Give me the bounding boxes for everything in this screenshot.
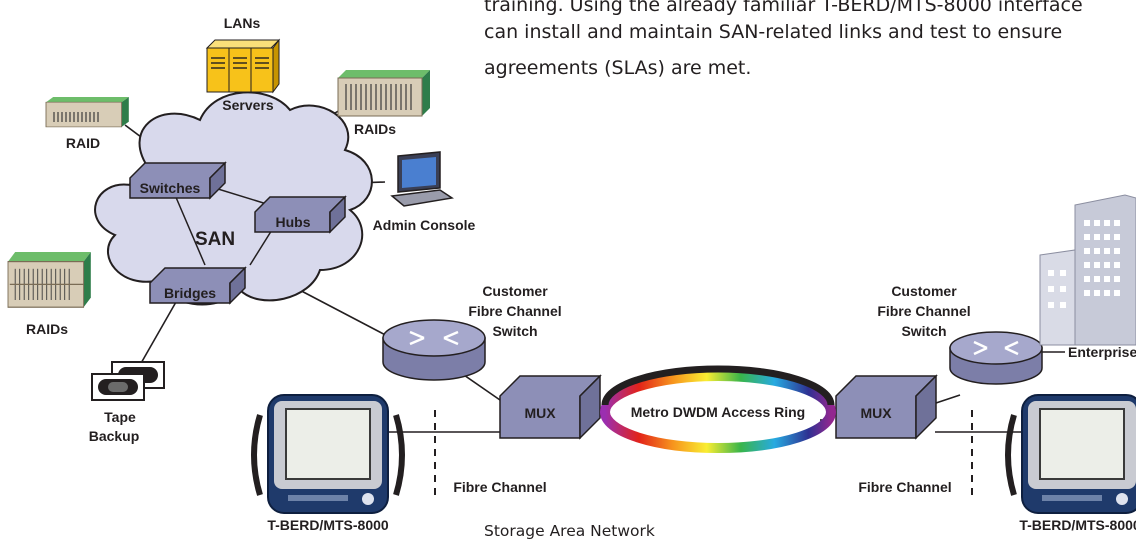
ring-label: Metro DWDM Access Ring: [631, 404, 806, 420]
right-switch-line2: Fibre Channel: [877, 303, 970, 319]
bridges-label: Bridges: [164, 285, 216, 301]
san-cloud: [94, 91, 373, 306]
laptop-icon: [390, 151, 454, 207]
right-switch-line1: Customer: [891, 283, 957, 299]
left-switch-line2: Fibre Channel: [468, 303, 561, 319]
mux-right-label: MUX: [860, 405, 892, 421]
left-switch-line1: Customer: [482, 283, 548, 299]
hubs-label: Hubs: [276, 214, 311, 230]
mux-right-box: MUX: [835, 374, 938, 440]
tape-label-line2: Backup: [89, 428, 140, 444]
fc-left-label: Fibre Channel: [453, 479, 546, 495]
raids-top-label: RAIDs: [354, 121, 396, 137]
tester-right-icon: [1008, 395, 1136, 513]
right-fc-switch-icon: [949, 331, 1043, 385]
raid-label: RAID: [66, 135, 100, 151]
mux-left-box: MUX: [499, 374, 602, 440]
tape-label-line1: Tape: [104, 409, 136, 425]
switches-label: Switches: [140, 180, 201, 196]
intro-line-3: agreements (SLAs) are met.: [484, 57, 752, 79]
san-label: SAN: [195, 229, 235, 250]
mux-left-label: MUX: [524, 405, 556, 421]
hubs-box: Hubs: [254, 195, 347, 234]
left-fc-switch-icon: [382, 319, 486, 381]
servers-icon: [205, 38, 281, 94]
dwdm-ring: Metro DWDM Access Ring: [600, 365, 836, 453]
raids-top-icon: [337, 69, 431, 117]
right-switch-line3: Switch: [901, 323, 946, 339]
tester-right-label: T-BERD/MTS-8000: [1019, 517, 1136, 533]
tester-left-icon: [254, 395, 402, 513]
raids-left-icon: [7, 251, 92, 308]
bridges-box: Bridges: [149, 266, 247, 305]
raid-icon-grille: [53, 112, 99, 122]
fc-right-label: Fibre Channel: [858, 479, 951, 495]
tester-left-label: T-BERD/MTS-8000: [267, 517, 389, 533]
lans-label: LANs: [224, 15, 261, 31]
enterprise-building-icon: [1039, 194, 1136, 346]
raid-icon: [45, 96, 130, 128]
demarcation-lines: [434, 410, 973, 500]
figure-caption: Storage Area Network: [484, 522, 655, 540]
tape-backup-icon: [91, 361, 165, 401]
intro-line-1: training. Using the already familiar T-B…: [484, 0, 1083, 16]
intro-line-2: can install and maintain SAN-related lin…: [484, 21, 1063, 43]
servers-label: Servers: [222, 97, 274, 113]
raids-left-label: RAIDs: [26, 321, 68, 337]
admin-console-label: Admin Console: [373, 217, 476, 233]
enterprise-label: Enterprise: [1068, 344, 1136, 360]
switches-box: Switches: [129, 161, 227, 200]
left-switch-line3: Switch: [492, 323, 537, 339]
